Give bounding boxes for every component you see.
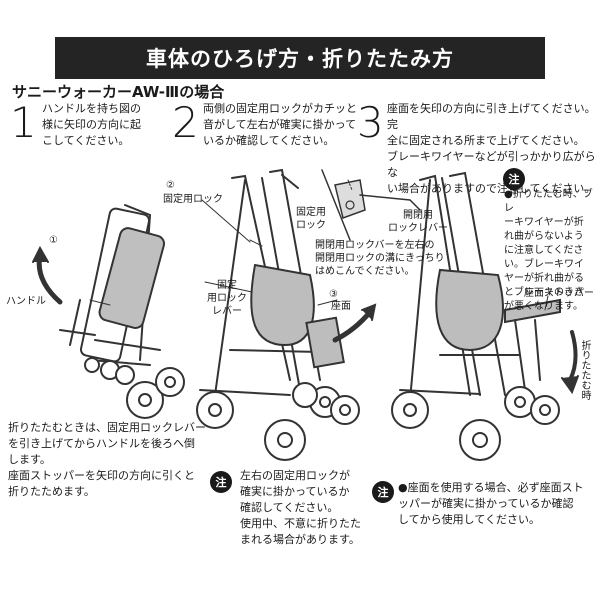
note-mark-center: 注 xyxy=(210,471,232,493)
label-circle-3: ③ xyxy=(329,289,338,300)
inset-instruction: 開閉用ロックバーを左右の開閉用ロックの溝にきっちりはめこんでください。 xyxy=(315,240,445,277)
walker-folded-figure xyxy=(59,204,185,419)
walker-seat-figure xyxy=(391,171,561,461)
fold-instruction: 折りたたむときは、固定用ロックレバーを引き上げてからハンドルを後ろへ倒します。 … xyxy=(8,421,206,498)
note-center: 左右の固定用ロックが確実に掛かっているか確認してください。 使用中、不意に折りた… xyxy=(240,469,361,546)
note-mark-right-top: 注 xyxy=(503,168,525,190)
label-handle: ハンドル xyxy=(6,296,46,307)
label-open-close-lever: 開閉用ロックレバー xyxy=(388,210,448,234)
label-fold-when: 折りたたむ時 xyxy=(579,340,590,400)
step-3-number: 3 xyxy=(357,98,384,147)
label-fixed-lock: 固定用ロック xyxy=(163,194,223,205)
lock-detail-inset xyxy=(321,169,421,241)
model-subtitle: サニーウォーカーAW-Ⅲの場合 xyxy=(12,83,225,101)
step-3-text: 座面を矢印の方向に引き上げてください。完全に固定される所まで上げてください。ブレ… xyxy=(387,102,596,195)
step-1-number: 1 xyxy=(10,98,37,147)
page-title: 車体のひろげ方・折りたたみ方 xyxy=(146,47,454,71)
page-title-banner: 車体のひろげ方・折りたたみ方 xyxy=(55,37,545,79)
step-1-text: ハンドルを持ち図の様に矢印の方向に起こしてください。 xyxy=(42,102,141,147)
note-mark-right-bottom: 注 xyxy=(372,481,394,503)
note-right-bottom: ●座面を使用する場合、必ず座面ストッパーが確実に掛かっているか確認してから使用し… xyxy=(398,481,584,526)
step-2-number: 2 xyxy=(172,98,199,147)
step-2-text: 両側の固定用ロックがカチッと音がして左右が確実に掛かっているか確認してください。 xyxy=(203,102,357,147)
label-circle-1: ① xyxy=(49,235,58,246)
walker-open-figure xyxy=(196,168,360,461)
note-right-top: ●折りたたむ時、ブレーキワイヤーが折れ曲がらないように注意してくださ い。ブレー… xyxy=(504,189,593,312)
label-seat: 座面 xyxy=(331,301,351,312)
label-circle-2: ② xyxy=(166,180,175,191)
label-inset-fixed-lock: 固定用ロック xyxy=(296,207,326,231)
label-seat-stopper: 座面ストッパー xyxy=(524,288,594,299)
label-fixed-lock-lever: 固定用ロックレバー xyxy=(207,280,247,317)
